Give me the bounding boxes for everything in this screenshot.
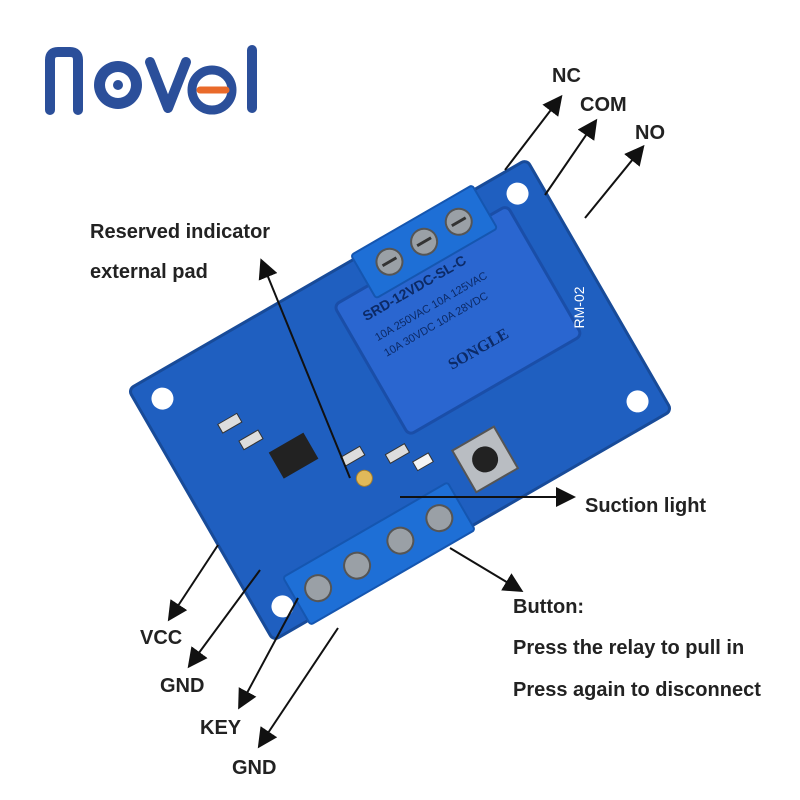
label-com: COM [580, 94, 627, 116]
arrow-key [238, 597, 299, 710]
arrow-com [544, 118, 598, 196]
label-button-line2: Press again to disconnect [513, 679, 761, 701]
smd-part [217, 412, 243, 434]
arrow-no [584, 144, 645, 219]
label-no: NO [635, 122, 665, 144]
arrow-vcc [167, 544, 219, 622]
label-suction-light: Suction light [585, 495, 707, 517]
label-gnd-2: GND [232, 757, 277, 779]
suction-light-led [411, 452, 434, 472]
screw [343, 551, 372, 580]
brand-logo [45, 45, 257, 115]
label-key: KEY [200, 717, 242, 739]
label-reserved-line2: external pad [90, 261, 208, 283]
mounting-hole [271, 595, 294, 618]
label-vcc: VCC [140, 627, 183, 649]
label-button-line1: Press the relay to pull in [513, 637, 745, 659]
smd-part [384, 442, 411, 464]
label-reserved-line1: Reserved indicator [90, 221, 271, 243]
smd-part [238, 429, 264, 451]
output-terminal-block [351, 185, 498, 299]
screw [425, 504, 454, 533]
mounting-hole [626, 390, 649, 413]
screw [304, 574, 333, 603]
label-gnd-1: GND [160, 675, 205, 697]
mounting-hole [506, 182, 529, 205]
module-id-text: RM-02 [571, 286, 587, 328]
arrow-reserved [258, 258, 351, 479]
annotation-arrows [167, 94, 645, 749]
label-button-title: Button: [513, 596, 585, 618]
reserved-indicator-pad [355, 469, 373, 487]
mounting-hole [151, 387, 174, 410]
push-button [450, 425, 520, 494]
pcb-board: SRD-12VDC-SL-C 10A 250VAC 10A 125VAC 10A… [129, 160, 671, 640]
arrow-gnd1 [187, 569, 261, 669]
smd-chip [268, 432, 319, 479]
arrow-gnd2 [257, 627, 339, 749]
label-nc: NC [552, 65, 581, 87]
arrow-nc [504, 94, 563, 171]
arrow-button [449, 547, 524, 593]
screw [386, 526, 415, 555]
